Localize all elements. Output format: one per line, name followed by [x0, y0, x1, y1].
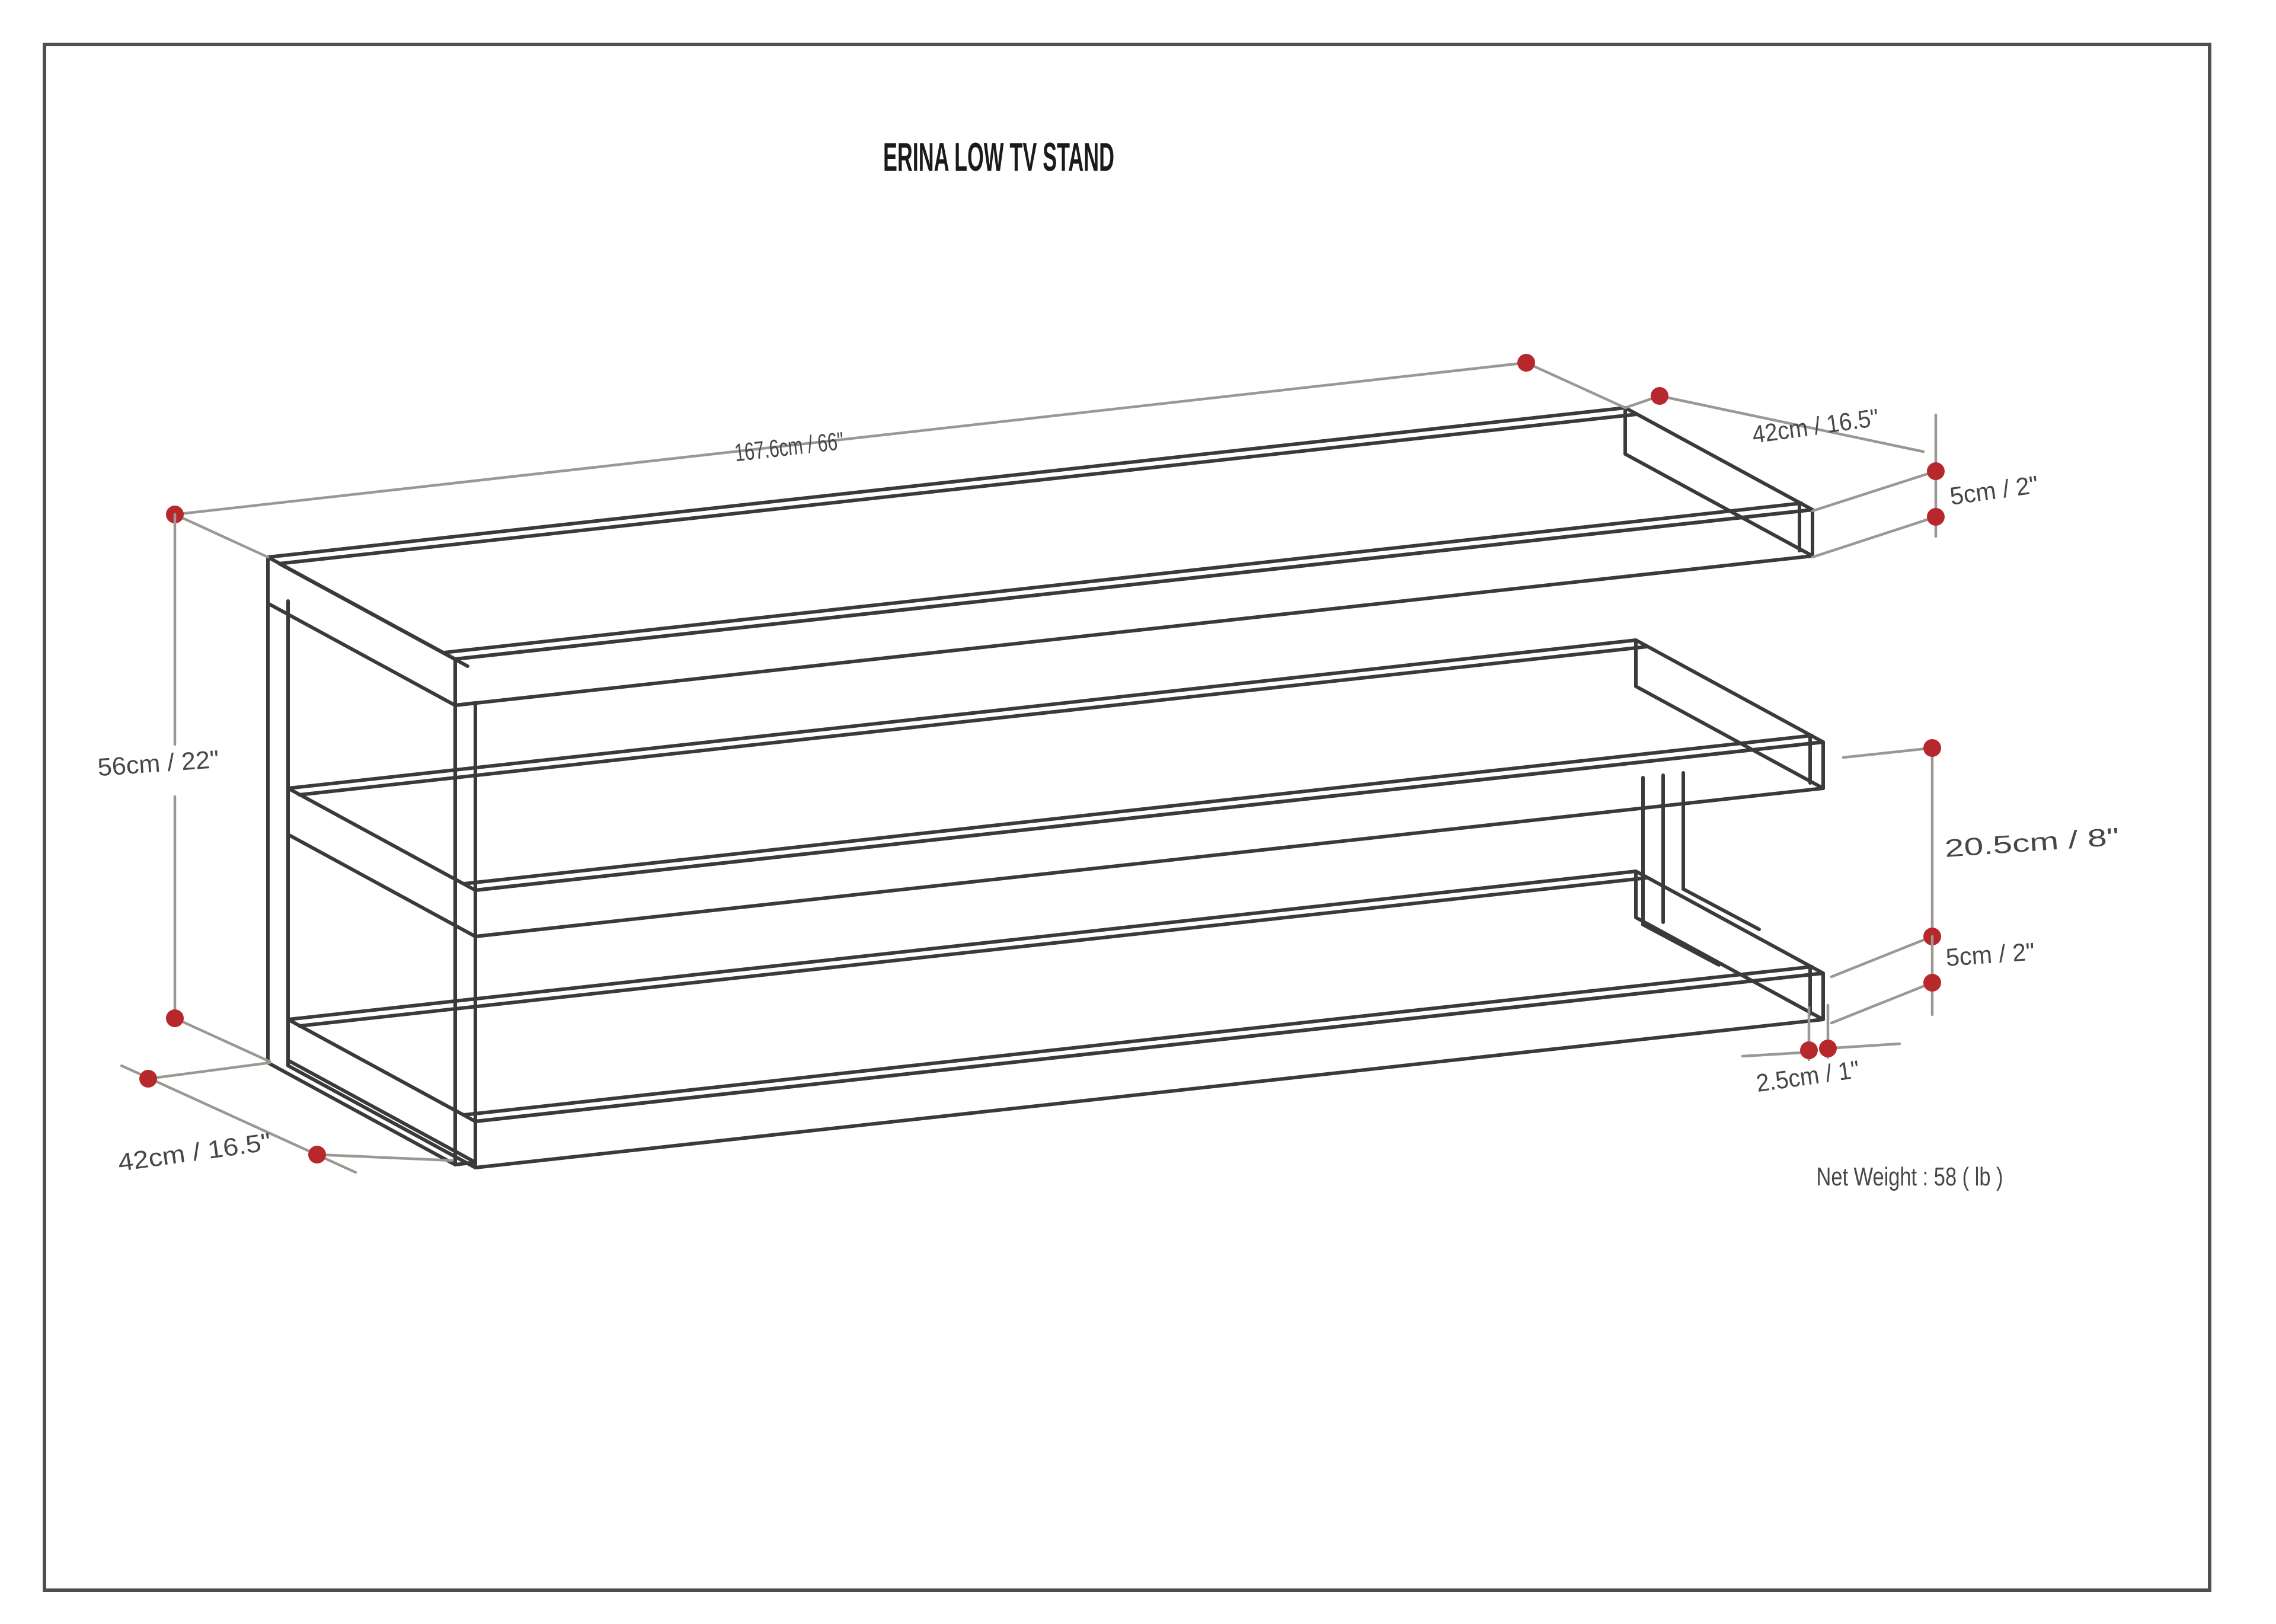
- dim-dot: [1923, 739, 1941, 757]
- dim-dot: [1927, 462, 1945, 480]
- dim-label-length: 167.6cm / 66": [733, 427, 845, 467]
- dim-top-depth-group: 42cm / 16.5": [1623, 387, 1925, 453]
- dim-dot: [1651, 387, 1668, 405]
- dim-height-group: 56cm / 22": [97, 513, 271, 1063]
- dim-dot: [1923, 974, 1941, 992]
- net-weight-note: Net Weight : 58 ( lb ): [1817, 1162, 2003, 1191]
- dim-dot: [139, 1070, 157, 1088]
- left-panel: [266, 599, 477, 1166]
- dim-dot: [1517, 354, 1535, 372]
- tv-stand-wireframe: [266, 406, 1825, 1169]
- dim-dot: [1819, 1040, 1837, 1057]
- dim-dot: [1927, 508, 1945, 526]
- dim-label-bottom-depth: 42cm / 16.5": [116, 1127, 273, 1177]
- dim-label-top-depth: 42cm / 16.5": [1750, 403, 1880, 448]
- dim-label-top-thickness: 5cm / 2": [1948, 470, 2040, 510]
- dim-dot: [1800, 1041, 1818, 1059]
- bottom-shelf: [286, 869, 1825, 1169]
- dim-length-group: 167.6cm / 66": [166, 354, 1627, 559]
- dim-label-leg-thickness: 2.5cm / 1": [1754, 1055, 1861, 1097]
- dim-label-shelf-gap: 20.5cm / 8": [1943, 823, 2120, 862]
- dim-dot: [166, 1009, 184, 1027]
- page-border: [43, 43, 2211, 1592]
- top-shelf: [266, 406, 1814, 707]
- drawing-title: ERINA LOW TV STAND: [883, 135, 1114, 180]
- right-panel: [1641, 771, 1761, 967]
- dim-dot: [308, 1146, 326, 1163]
- dim-label-bottom-thickness: 5cm / 2": [1945, 938, 2035, 971]
- middle-shelf: [286, 638, 1825, 938]
- dim-label-height: 56cm / 22": [97, 745, 220, 781]
- dim-bottom-thickness-group: 5cm / 2": [1830, 935, 2035, 1025]
